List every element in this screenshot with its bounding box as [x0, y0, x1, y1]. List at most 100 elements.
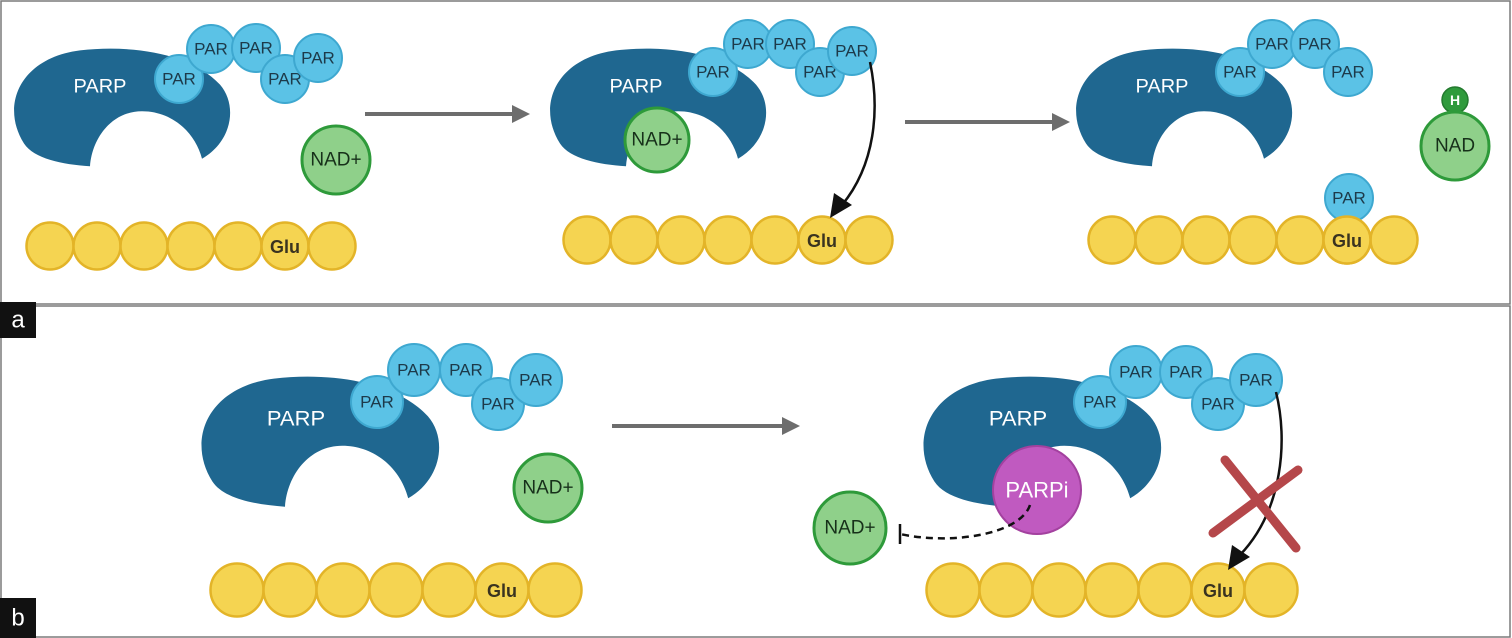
parp-label: PARP [989, 407, 1047, 430]
a1-chain-glu-label: Glu [270, 237, 300, 257]
amino-acid-bead-icon [119, 221, 169, 271]
a3-nad-label: NAD [1435, 136, 1475, 157]
par-unit-icon [1215, 47, 1265, 97]
b1-par-unit: PAR [519, 371, 553, 390]
amino-acid-bead-icon [1031, 562, 1087, 618]
par-unit-icon [1229, 353, 1283, 407]
par-unit-icon [827, 26, 877, 76]
amino-acid-bead-icon [1181, 215, 1231, 265]
par-unit-icon [293, 33, 343, 83]
a2-transfer-arrowhead [830, 193, 852, 218]
panel-b-label: b [11, 605, 24, 632]
a2-nad-label: NAD+ [631, 130, 682, 151]
nad-molecule-icon [1419, 110, 1491, 182]
amino-acid-bead-icon [209, 562, 265, 618]
b2-par-unit: PAR [1119, 363, 1153, 382]
nad-molecule-icon [300, 124, 372, 196]
a3-par-unit: PAR [1331, 63, 1365, 82]
par-unit-icon [1073, 375, 1127, 429]
amino-acid-bead-icon [844, 215, 894, 265]
amino-acid-bead-icon [925, 562, 981, 618]
block-cross-icon [1208, 465, 1303, 538]
a1-par-unit: PAR [268, 70, 302, 89]
a-step-arrow-1-head [512, 105, 530, 123]
a2-par-unit: PAR [696, 63, 730, 82]
a1-par-unit: PAR [194, 40, 228, 59]
panel-a-label-box [0, 302, 36, 338]
parp-enzyme-icon [201, 376, 440, 507]
parp-inhibitor-icon [992, 445, 1082, 535]
b1-par-unit: PAR [397, 361, 431, 380]
par-unit-icon [231, 23, 281, 73]
par-unit-icon [688, 47, 738, 97]
a1-par-unit: PAR [301, 49, 335, 68]
amino-acid-bead-icon [1134, 215, 1184, 265]
b2-nad-label: NAD+ [824, 518, 875, 539]
a2-chain-glu-label: Glu [807, 231, 837, 251]
parp-label: PARP [74, 76, 127, 97]
panel-a-label: a [11, 307, 25, 334]
b1-par-unit: PAR [449, 361, 483, 380]
amino-acid-bead-icon [609, 215, 659, 265]
parp-label: PARP [1136, 76, 1189, 97]
panel-a-frame [0, 0, 1511, 305]
amino-acid-bead-icon [656, 215, 706, 265]
parp-label: PARP [610, 76, 663, 97]
a2-transfer-arrow [841, 61, 876, 206]
b2-transfer-arrow [1239, 391, 1283, 556]
b1-enzyme: PARP [201, 376, 440, 507]
parp-label: PARP [267, 407, 325, 430]
amino-acid-bead-icon [262, 562, 318, 618]
amino-acid-bead-icon [1137, 562, 1193, 618]
b2-par-unit: PAR [1239, 371, 1273, 390]
amino-acid-bead-icon [421, 562, 477, 618]
par-unit-icon [154, 54, 204, 104]
par-unit-icon [1290, 19, 1340, 69]
b1-par-unit: PAR [481, 395, 515, 414]
amino-acid-bead-icon [1275, 215, 1325, 265]
par-unit-icon [439, 343, 493, 397]
block-cross-icon [1220, 455, 1301, 553]
amino-acid-bead-icon [1228, 215, 1278, 265]
amino-acid-bead-icon [703, 215, 753, 265]
nad-molecule-icon [623, 106, 691, 174]
a3-glu-label: Glu [1332, 231, 1362, 251]
amino-acid-bead-icon [1369, 215, 1419, 265]
a-step-arrow-2-head [1052, 113, 1070, 131]
par-unit-icon [509, 353, 563, 407]
a1-par-unit: PAR [162, 70, 196, 89]
amino-acid-bead-icon [562, 215, 612, 265]
b1-chain-glu-label: Glu [487, 581, 517, 601]
a3-par-unit: PAR [1223, 63, 1257, 82]
nad-molecule-icon [512, 452, 584, 524]
b-step-arrow-head [782, 417, 800, 435]
b1-nad-label: NAD+ [522, 478, 573, 499]
a3-hydrogen-label: H [1450, 92, 1460, 108]
amino-acid-bead-icon [978, 562, 1034, 618]
b2-transfer-arrowhead [1228, 545, 1250, 570]
amino-acid-bead-icon [307, 221, 357, 271]
b2-par-unit: PAR [1169, 363, 1203, 382]
a2-par-unit: PAR [803, 63, 837, 82]
amino-acid-bead-icon [213, 221, 263, 271]
amino-acid-bead-icon [1084, 562, 1140, 618]
par-unit-icon [350, 375, 404, 429]
b2-chain-glu-label: Glu [1203, 581, 1233, 601]
b2-par-unit: PAR [1083, 393, 1117, 412]
amino-acid-bead-icon [750, 215, 800, 265]
par-unit-icon [1323, 47, 1373, 97]
b2-par-unit: PAR [1201, 395, 1235, 414]
a1-par-unit: PAR [239, 39, 273, 58]
amino-acid-bead-icon [1087, 215, 1137, 265]
a3-par-unit: PAR [1298, 35, 1332, 54]
a3-par-unit: PAR [1255, 35, 1289, 54]
a2-par-unit: PAR [835, 42, 869, 61]
a3-attached-par: PAR [1332, 189, 1366, 208]
amino-acid-bead-icon [527, 562, 583, 618]
amino-acid-bead-icon [166, 221, 216, 271]
panel-b-frame [0, 305, 1511, 638]
b1-par-unit: PAR [360, 393, 394, 412]
amino-acid-bead-icon [315, 562, 371, 618]
